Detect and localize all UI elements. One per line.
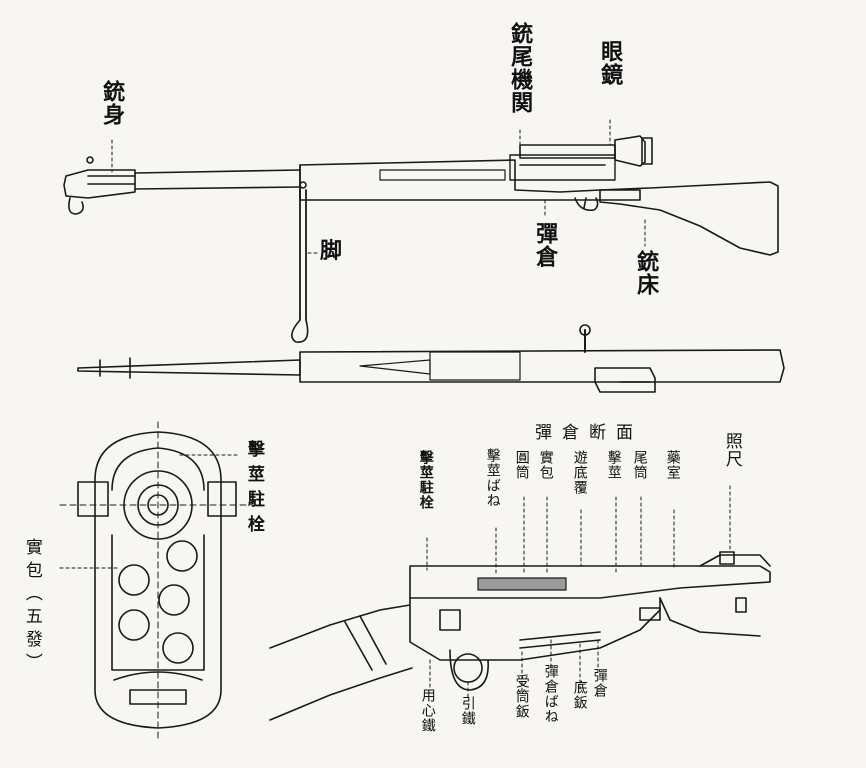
- cartridge-5: [162, 632, 194, 664]
- stock-shape: [599, 181, 779, 256]
- label-firing-pin-stop-section: 擊莖駐栓: [243, 440, 264, 540]
- label-trigger: 引鐵: [459, 696, 476, 726]
- scope-shape: [519, 144, 616, 159]
- label-magazine-section-title: 彈倉断面: [535, 423, 643, 443]
- label-barrel: 銃身: [99, 80, 126, 126]
- label-bipod: 脚: [320, 238, 343, 264]
- cartridge-1: [166, 540, 198, 572]
- label-firing-pin-stop: 擊莖駐栓: [417, 450, 434, 510]
- breech-cutaway: [59, 119, 771, 721]
- cartridge-2: [118, 564, 150, 596]
- label-magazine-spring: 彈倉ばね: [542, 664, 559, 724]
- cartridge-3: [158, 584, 190, 616]
- magazine-cross-section: [59, 421, 251, 739]
- label-safety: 用心鐵: [419, 688, 436, 733]
- label-tail-tube: 尾筒: [631, 450, 648, 480]
- rifle-side-view: [63, 135, 779, 343]
- label-chamber: 藥室: [664, 450, 681, 480]
- label-rear-sight: 照尺: [721, 432, 742, 468]
- label-bolt-mechanism: 銃尾機関: [507, 22, 534, 114]
- label-magazine-side: 彈倉: [532, 222, 559, 268]
- cartridge-4: [118, 609, 150, 641]
- label-cartridges-five: 實包（五發）: [21, 538, 42, 676]
- label-floor-plate: 底鈑: [571, 680, 588, 710]
- label-magazine: 彈倉: [591, 668, 608, 698]
- rifle-top-view: [77, 324, 785, 393]
- label-receiver-plate: 受筒鈑: [513, 674, 530, 719]
- label-firing-pin: 擊莖: [605, 450, 622, 480]
- label-cylinder: 圓筒: [513, 450, 530, 480]
- magazine-housing: [94, 431, 222, 729]
- label-bolt-cover: 遊底覆: [571, 450, 588, 495]
- label-scope: 眼鏡: [597, 40, 624, 86]
- label-firing-pin-spring: 擊莖ばね: [484, 448, 501, 508]
- barrel-shape: [63, 169, 136, 199]
- label-stock: 銃床: [633, 250, 660, 296]
- label-cartridge: 實包: [537, 450, 554, 480]
